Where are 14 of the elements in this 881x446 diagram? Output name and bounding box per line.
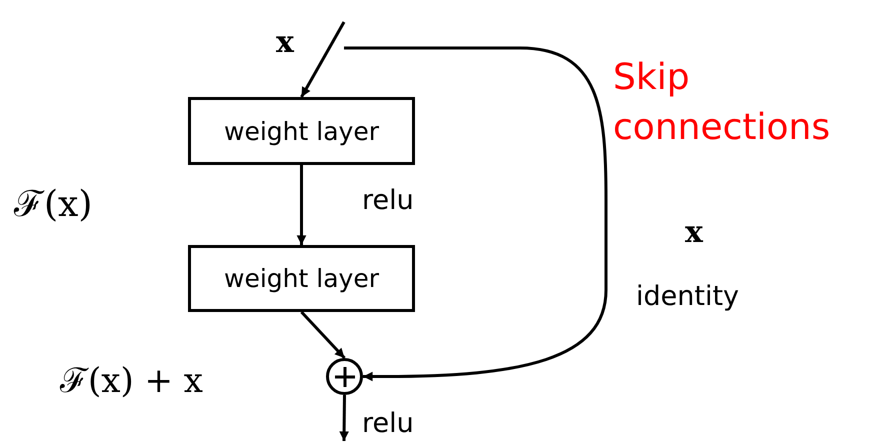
annotation-text: Skip connections <box>613 56 832 150</box>
variable-label: x <box>685 214 703 252</box>
arrow <box>344 46 608 382</box>
sum-label: ℱ(x) + x <box>60 360 203 403</box>
arrow <box>300 310 346 360</box>
weight-layer-box: weight layer <box>188 245 415 312</box>
sum-circle <box>326 358 363 395</box>
function-label: ℱ(x) <box>14 183 92 227</box>
arrow <box>296 165 306 245</box>
arrow <box>300 21 346 98</box>
weight-layer-box: weight layer <box>188 97 415 165</box>
arrow <box>339 394 349 442</box>
identity-label: identity <box>636 280 740 314</box>
variable-label: x <box>276 24 294 62</box>
